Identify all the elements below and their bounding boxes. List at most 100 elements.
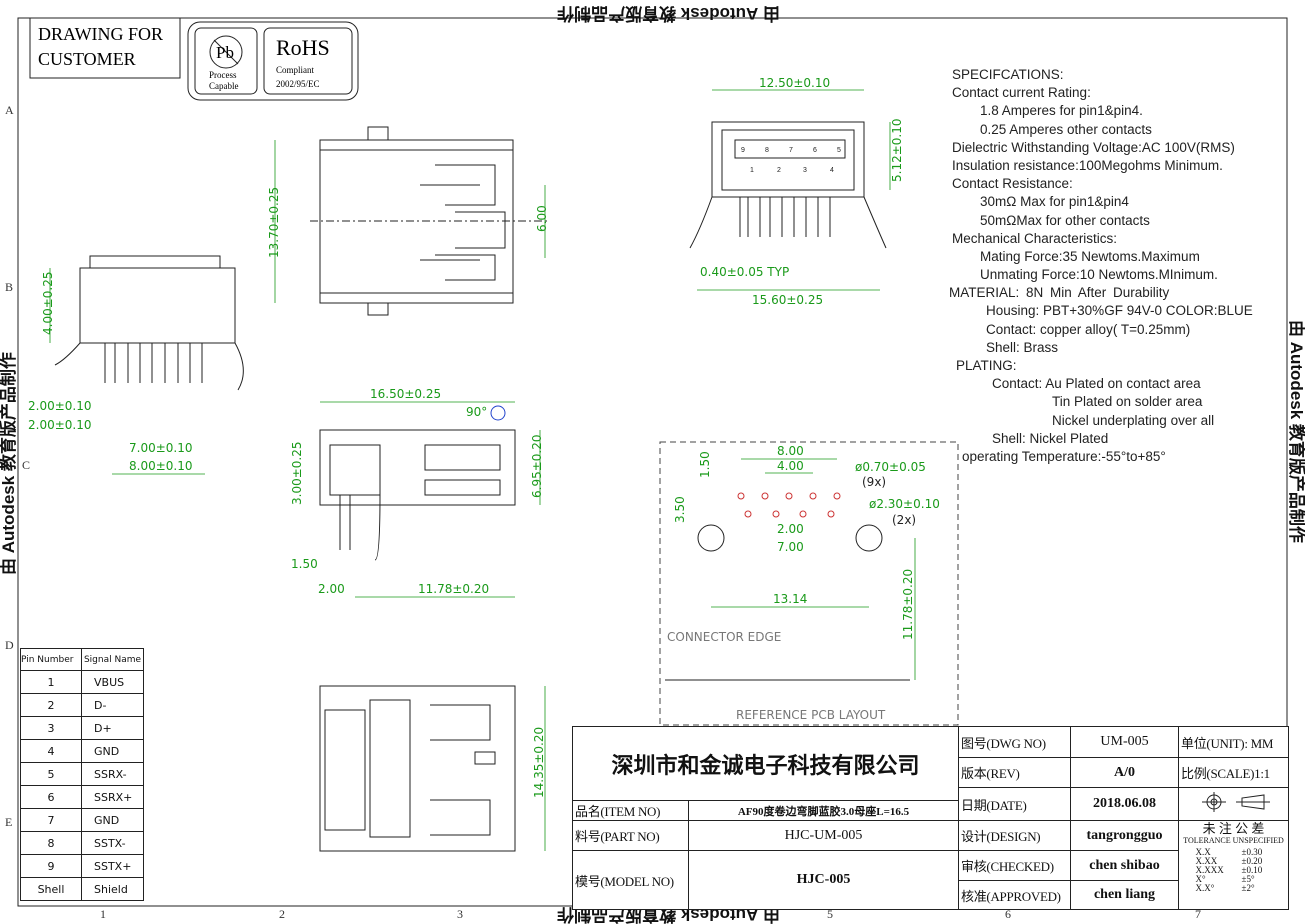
dwg-value: UM-005	[1070, 726, 1180, 758]
svg-text:Pb: Pb	[216, 43, 234, 62]
spec-line: 50mΩMax for other contacts	[980, 212, 1150, 228]
watermark-left: 由 Autodesk 教育版产品制作	[0, 352, 18, 575]
approved-value: chen liang	[1070, 880, 1180, 910]
spec-line: Mechanical Characteristics:	[952, 230, 1118, 246]
scale-label: 比例(SCALE)1:1	[1178, 757, 1290, 788]
unit-label: 单位(UNIT): MM	[1178, 726, 1290, 758]
item-value: AF90度卷边弯脚蓝胶3.0母座L=16.5	[687, 800, 960, 821]
dim-pcb-span4: 4.00	[777, 459, 804, 473]
zone-row-a: A	[5, 103, 14, 117]
rev-label: 版本(REV)	[958, 757, 1072, 788]
approved-label: 核准(APPROVED)	[958, 880, 1072, 910]
spec-line: Nickel underplating over all	[1052, 412, 1215, 428]
dim-side-pitch2: 2.00±0.10	[28, 418, 92, 432]
tolerance-value: ±0.30	[1241, 847, 1263, 857]
tolerance-format: X.X°	[1195, 883, 1215, 893]
dim-pcb-hole-large-count: (2x)	[892, 513, 916, 527]
stamp-line1: DRAWING FOR	[38, 24, 163, 44]
spec-line: Contact: Au Plated on contact area	[992, 376, 1201, 392]
tolerance-format: X.X	[1195, 847, 1211, 857]
spec-line: Unmating Force:10 Newtoms.MInimum.	[980, 267, 1218, 283]
front-pin-bottom-4: 4	[830, 167, 834, 174]
customer-stamp-box	[29, 17, 181, 79]
rohs-logo: RoHS	[276, 35, 330, 60]
zone-row-c: C	[22, 458, 30, 472]
dim-side-pitch1: 2.00±0.10	[28, 399, 92, 413]
pin-number: 3	[20, 716, 82, 740]
dim-profile-depth: 11.78±0.20	[418, 582, 489, 596]
tolerance-format: X°	[1195, 874, 1206, 884]
model-value: HJC-005	[687, 850, 960, 910]
rev-value: A/0	[1070, 757, 1180, 788]
spec-line: Shell: Brass	[986, 339, 1059, 355]
dim-bottom-length: 14.35±0.20	[532, 727, 546, 798]
front-pin-top-9: 9	[741, 147, 745, 154]
bottom-view	[319, 685, 546, 852]
watermark-right: 由 Autodesk 教育版产品制作	[1287, 320, 1305, 543]
spec-line: Dielectric Withstanding Voltage:AC 100V(…	[952, 139, 1235, 155]
spec-line: Housing: PBT+30%GF 94V-0 COLOR:BLUE	[986, 303, 1253, 319]
tolerance-format: X.XX	[1195, 856, 1218, 866]
pin-number: 2	[20, 693, 82, 717]
dim-profile-body: 3.00±0.25	[290, 442, 304, 506]
spec-line: Contact current Rating:	[952, 85, 1091, 101]
dim-pcb-depth: 11.78±0.20	[901, 569, 915, 640]
part-value: HJC-UM-005	[687, 820, 960, 851]
design-label: 设计(DESIGN)	[958, 820, 1072, 851]
spec-line: Tin Plated on solder area	[1052, 394, 1203, 410]
zone-row-b: B	[5, 280, 13, 294]
zone-row-e: E	[5, 815, 12, 829]
dim-front-height: 5.12±0.10	[890, 119, 904, 183]
zone-col-2: 2	[279, 907, 285, 921]
zone-col-1: 1	[100, 907, 106, 921]
specifications: SPECIFCATIONS: Contact current Rating: 1…	[949, 66, 1282, 466]
pin-signal: D-	[81, 693, 144, 717]
design-value: tangrongguo	[1070, 820, 1180, 851]
dim-top-inner: 6.00	[535, 205, 549, 232]
dim-pcb-span8: 8.00	[777, 444, 804, 458]
dim-pin-width: 0.40±0.05 TYP	[700, 265, 789, 279]
model-label: 模号(MODEL NO)	[572, 850, 689, 910]
dim-profile-length: 16.50±0.25	[370, 387, 441, 401]
pin-signal: D+	[81, 716, 144, 740]
rohs-caption2: 2002/95/EC	[276, 79, 320, 89]
tolerance-value: ±2°	[1241, 883, 1255, 893]
zone-col-6: 6	[1005, 907, 1011, 921]
rohs-badge	[187, 21, 359, 101]
spec-line: Insulation resistance:100Megohms Minimum…	[952, 157, 1223, 173]
dim-pcb-span7: 7.00	[777, 540, 804, 554]
watermark-top: 由 Autodesk 教育版产品制作	[557, 4, 780, 24]
spec-line: 30mΩ Max for pin1&pin4	[980, 194, 1129, 210]
spec-line: Contact Resistance:	[952, 176, 1073, 192]
rohs-caption1: Compliant	[276, 65, 314, 75]
front-pin-top-6: 6	[813, 147, 817, 154]
dim-front-width: 12.50±0.10	[759, 76, 830, 90]
front-pin-top-5: 5	[837, 147, 841, 154]
pin-header-number: Pin Number	[20, 648, 82, 671]
pin-number: 6	[20, 785, 82, 809]
date-value: 2018.06.08	[1070, 787, 1180, 821]
pin-number: 8	[20, 831, 82, 855]
pin-signal: SSTX-	[81, 831, 144, 855]
tolerance-title-en: TOLERANCE UNSPECIFIED	[1183, 836, 1284, 845]
front-pin-top-7: 7	[789, 147, 793, 154]
dim-pcb-hole-small: ø0.70±0.05	[855, 460, 926, 474]
item-label: 品名(ITEM NO)	[572, 800, 689, 821]
projection-symbol-icon	[1178, 787, 1290, 821]
dim-pcb-row: 1.50	[698, 451, 712, 478]
front-pin-bottom-2: 2	[777, 167, 781, 174]
tolerance-value: ±0.10	[1241, 865, 1263, 875]
pin-signal: SSTX+	[81, 854, 144, 878]
dim-front-total: 15.60±0.25	[752, 293, 823, 307]
tolerance-format: X.XXX	[1195, 865, 1224, 875]
spec-line: MATERIAL: 8N Min After Durability	[949, 285, 1170, 301]
front-pin-top-8: 8	[765, 147, 769, 154]
dim-side-height: 4.00±0.25	[41, 272, 55, 336]
pin-signal: VBUS	[81, 670, 144, 694]
tolerance-value: ±5°	[1241, 874, 1255, 884]
checked-label: 审核(CHECKED)	[958, 850, 1072, 881]
pin-signal: SSRX-	[81, 762, 144, 786]
pin-signal: GND	[81, 739, 144, 763]
dim-profile-offset: 2.00	[318, 582, 345, 596]
dim-pcb-rowoff: 3.50	[673, 496, 687, 523]
